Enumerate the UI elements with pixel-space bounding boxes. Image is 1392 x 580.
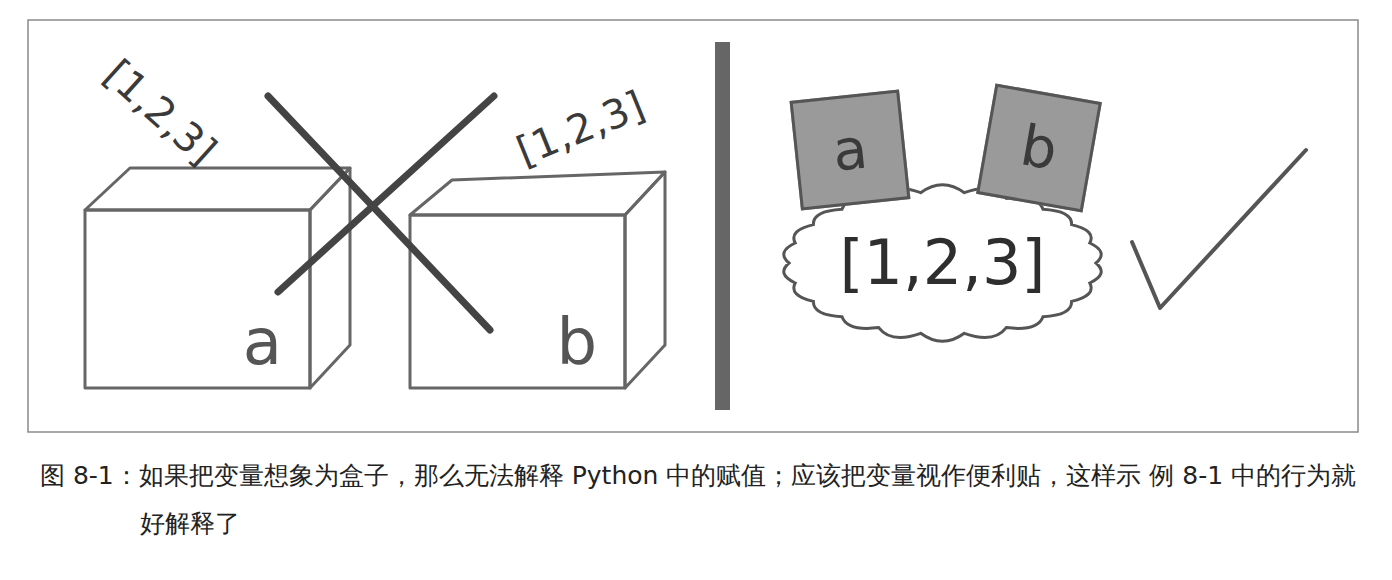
check-mark — [1132, 150, 1306, 308]
variable-name: b — [1017, 117, 1062, 178]
variable-name: a — [830, 120, 870, 179]
box-drawing — [410, 172, 665, 388]
variable-name: b — [556, 310, 597, 374]
object-value: [1,2,3] — [839, 232, 1045, 294]
falling-value: [1,2,3] — [97, 53, 223, 172]
divider-bar — [715, 42, 730, 410]
box-container: b — [410, 215, 625, 388]
variable-name: a — [243, 310, 282, 374]
figure-frame — [28, 20, 1358, 432]
sticky-note: b — [976, 83, 1102, 212]
figure-caption: 图 8-1：如果把变量想象为盒子，那么无法解释 Python 中的赋值；应该把变… — [40, 452, 1370, 548]
box-container: a — [85, 210, 310, 388]
box-drawing — [85, 168, 350, 388]
cross-mark — [268, 96, 494, 330]
cloud-outline — [784, 185, 1101, 342]
sticky-note: a — [790, 90, 911, 211]
falling-value: [1,2,3] — [511, 85, 649, 172]
